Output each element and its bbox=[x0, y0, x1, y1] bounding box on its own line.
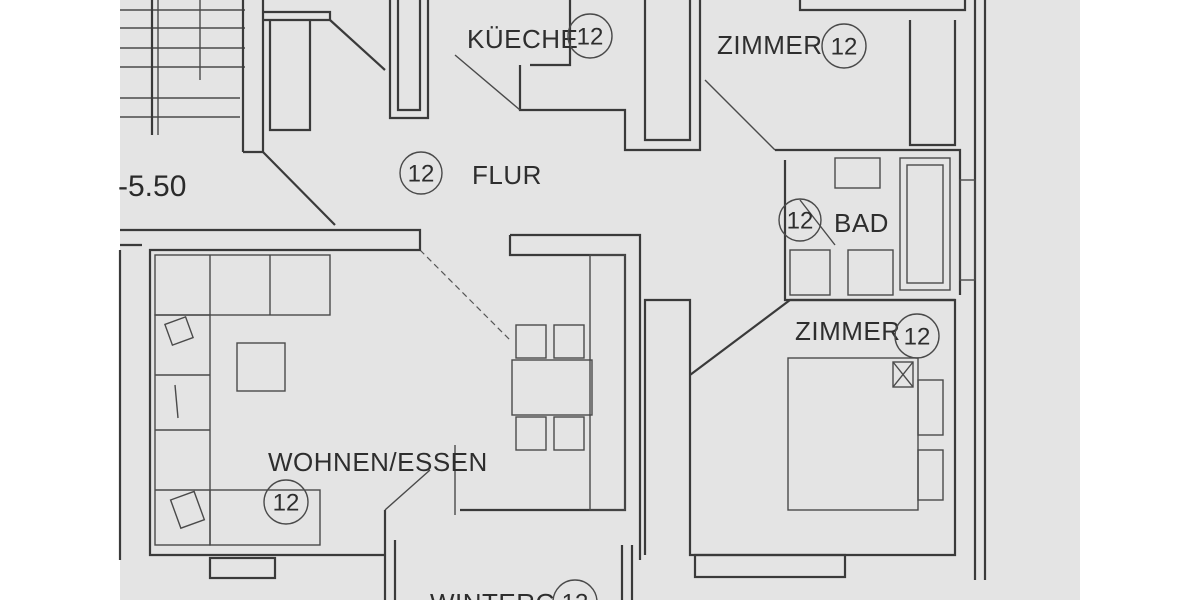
walls bbox=[118, 0, 987, 600]
room-label-bad: BAD bbox=[834, 208, 889, 238]
room-number-zimmer-1: 12 bbox=[831, 34, 858, 61]
level-mark: -5.50 bbox=[118, 170, 186, 203]
staircase bbox=[120, 0, 265, 154]
room-number-flur: 12 bbox=[408, 161, 435, 188]
room-number-bad: 12 bbox=[787, 208, 814, 235]
room-label-kueche: KÜECHE bbox=[467, 24, 578, 54]
room-label-zimmer-1: ZIMMER bbox=[717, 30, 823, 60]
room-label-wintergarten: WINTERG bbox=[430, 588, 556, 600]
room-number-wohnen-essen: 12 bbox=[273, 490, 300, 517]
room-label-zimmer-2: ZIMMER bbox=[795, 316, 901, 346]
room-number-wintergarten: 12 bbox=[562, 590, 589, 600]
room-label-flur: FLUR bbox=[472, 160, 542, 190]
room-number-kueche: 12 bbox=[577, 24, 604, 51]
room-number-zimmer-2: 12 bbox=[904, 324, 931, 351]
room-label-wohnen-essen: WOHNEN/ESSEN bbox=[268, 447, 488, 477]
